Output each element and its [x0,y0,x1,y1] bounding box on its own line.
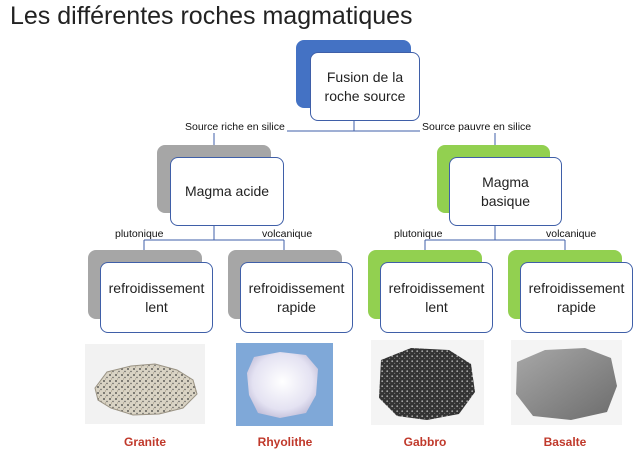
basalt-image [511,340,622,425]
slow-cooling-line1: refroidissement [109,280,205,296]
fast-cooling-line2: rapide [557,299,596,315]
edge-label-volcanique-right: volcanique [546,228,596,240]
granite-image [85,344,205,424]
basic-label-line2: basique [481,193,530,209]
slow-cooling-line1: refroidissement [389,280,485,296]
acid-magma-node: Magma acide [170,157,284,226]
root-node: Fusion de la roche source [310,52,420,121]
edge-label-volcanique-left: volcanique [262,228,312,240]
fast-cooling-line1: refroidissement [529,280,625,296]
fast-cooling-line1: refroidissement [249,280,345,296]
fast-cooling-line2: rapide [277,299,316,315]
edge-label-rich-silica: Source riche en silice [183,121,287,133]
fast-cooling-node-acid: refroidissement rapide [240,262,353,333]
slow-cooling-line2: lent [145,299,168,315]
rhyolite-image [236,343,333,426]
slow-cooling-node-basic: refroidissement lent [380,262,493,333]
root-label-line2: roche source [325,88,406,104]
basic-label-line1: Magma [482,174,529,190]
rock-name-rhyolithe: Rhyolithe [225,435,345,449]
acid-magma-label: Magma acide [185,182,269,201]
gabbro-image [371,340,484,425]
slow-cooling-node-acid: refroidissement lent [100,262,213,333]
rock-name-basalte: Basalte [505,435,625,449]
edge-label-plutonique-right: plutonique [394,228,442,240]
basic-magma-node: Magma basique [449,157,562,226]
slow-cooling-line2: lent [425,299,448,315]
fast-cooling-node-basic: refroidissement rapide [520,262,633,333]
rock-name-gabbro: Gabbro [365,435,485,449]
edge-label-plutonique-left: plutonique [115,228,163,240]
rock-name-granite: Granite [85,435,205,449]
edge-label-poor-silica: Source pauvre en silice [420,121,533,133]
root-label-line1: Fusion de la [327,69,403,85]
